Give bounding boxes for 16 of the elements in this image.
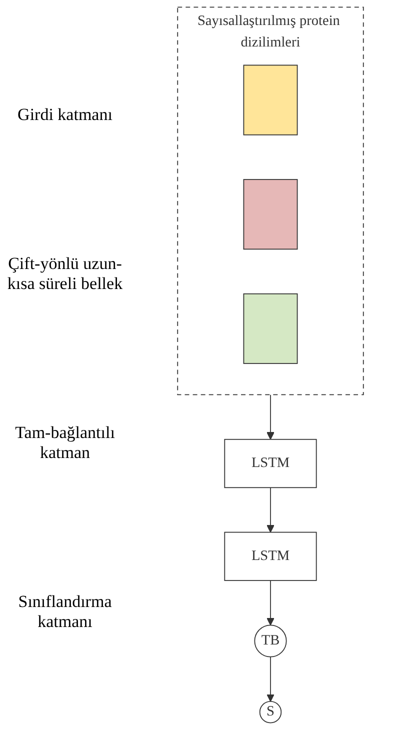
node-bar — [243, 293, 298, 364]
node-circle: TB — [254, 624, 287, 658]
node-box: LSTM — [224, 532, 317, 581]
layer-label: Çift-yönlü uzun-kısa süreli bellek — [6, 254, 124, 294]
arrow — [266, 394, 274, 440]
cluster: Sayısallaştırılmış protein dizilimleri — [177, 6, 364, 396]
node-box: LSTM — [224, 438, 317, 488]
arrow — [266, 580, 274, 626]
node-bar — [243, 64, 298, 136]
arrow — [266, 656, 274, 702]
layer-label: Sınıflandırma katmanı — [17, 592, 113, 632]
layer-label: Girdi katmanı — [16, 104, 114, 124]
node-circle: S — [259, 701, 282, 724]
layer-label: Tam-bağlantılı katman — [14, 422, 116, 462]
node-bar — [243, 179, 298, 250]
arrow — [266, 487, 274, 533]
